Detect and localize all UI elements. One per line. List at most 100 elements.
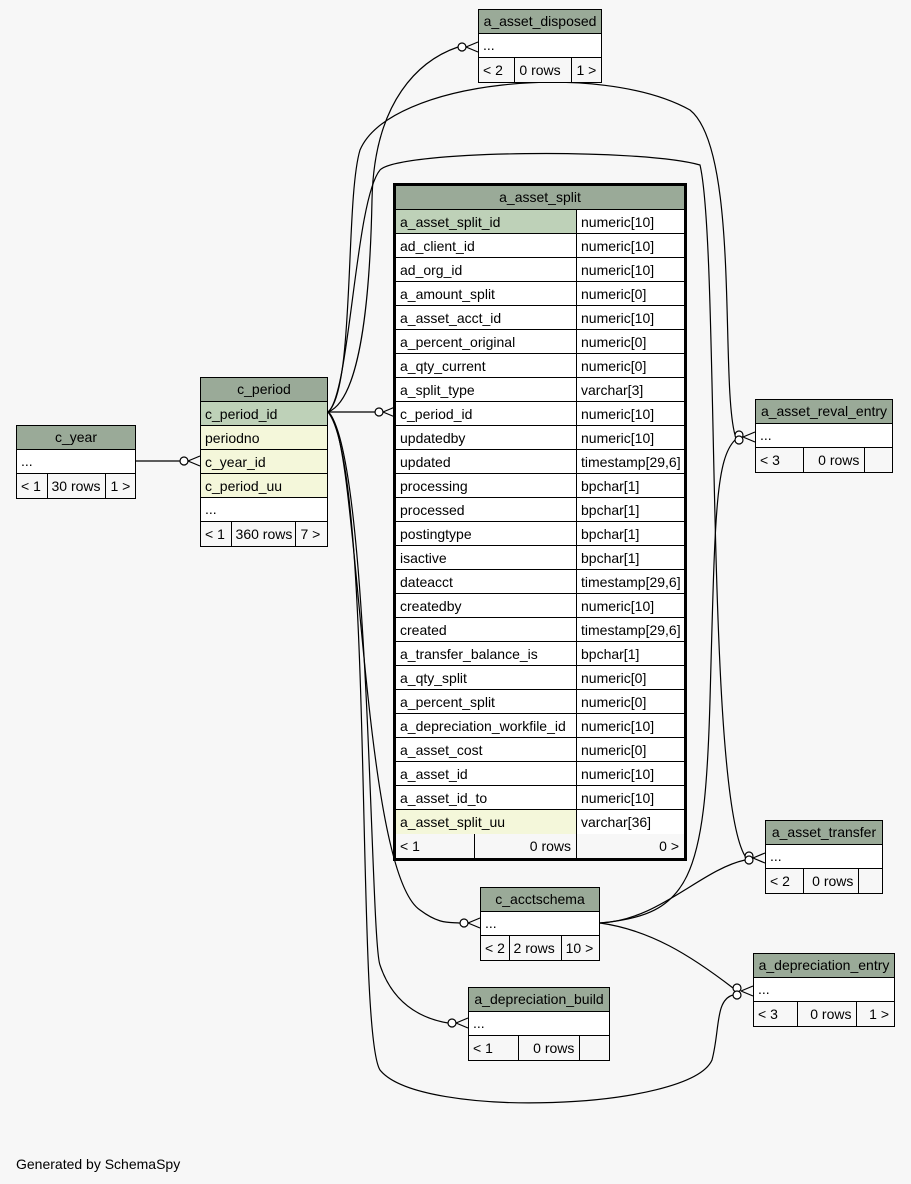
columns-ellipsis: ... (766, 845, 882, 869)
column-name: a_transfer_balance_is (400, 646, 538, 662)
column-type: numeric[0] (576, 330, 684, 353)
table-row: a_qty_split numeric[0] (396, 666, 684, 690)
column-name: updatedby (400, 430, 466, 446)
table-row: updatedby numeric[10] (396, 426, 684, 450)
column-type: numeric[0] (576, 738, 684, 761)
column-name: a_asset_split_id (400, 214, 501, 230)
columns-ellipsis: ... (479, 34, 601, 58)
row-count: 0 rows (803, 869, 858, 893)
column-name: a_qty_current (400, 358, 486, 374)
column-type: numeric[0] (576, 666, 684, 689)
table-row: a_depreciation_workfile_id numeric[10] (396, 714, 684, 738)
row-count: 0 rows (797, 1002, 856, 1026)
column-name: processed (400, 502, 465, 518)
table-header: a_asset_reval_entry (756, 400, 892, 424)
table-header: a_depreciation_entry (754, 954, 894, 978)
table-a-depreciation-entry[interactable]: a_depreciation_entry ... < 3 0 rows 1 > (753, 953, 895, 1027)
column-name: a_qty_split (400, 670, 467, 686)
child-count: 10 > (560, 936, 599, 960)
table-a-depreciation-build[interactable]: a_depreciation_build ... < 1 0 rows (468, 987, 610, 1061)
column-name: ad_org_id (400, 262, 463, 278)
table-header: a_asset_transfer (766, 821, 882, 845)
row-count: 2 rows (508, 936, 561, 960)
table-row: a_amount_split numeric[0] (396, 282, 684, 306)
columns-ellipsis: ... (17, 450, 135, 474)
columns-ellipsis: ... (201, 498, 327, 522)
child-count: 1 > (105, 474, 135, 498)
parent-count: < 1 (473, 1040, 493, 1056)
table-row: a_asset_cost numeric[0] (396, 738, 684, 762)
table-row: a_asset_split_id numeric[10] (396, 210, 684, 234)
column-name: isactive (400, 550, 447, 566)
column-type: bpchar[1] (576, 522, 684, 545)
column-name: a_split_type (400, 382, 475, 398)
table-c-year[interactable]: c_year ... < 1 30 rows 1 > (16, 425, 136, 499)
column-name: a_asset_split_uu (400, 814, 506, 830)
column-type: numeric[10] (576, 714, 684, 737)
table-a-asset-reval-entry[interactable]: a_asset_reval_entry ... < 3 0 rows (755, 399, 893, 473)
column-type: numeric[10] (576, 402, 684, 425)
column-name: ad_client_id (400, 238, 475, 254)
child-count: 0 > (576, 834, 684, 858)
column-type: numeric[10] (576, 306, 684, 329)
child-count: 1 > (571, 58, 601, 82)
column-name: postingtype (400, 526, 472, 542)
row-count: 0 rows (803, 448, 864, 472)
column-name: a_asset_id (400, 766, 468, 782)
generated-by-label: Generated by SchemaSpy (16, 1156, 181, 1172)
table-header: a_asset_split (396, 186, 684, 210)
column-type: numeric[10] (576, 594, 684, 617)
table-a-asset-transfer[interactable]: a_asset_transfer ... < 2 0 rows (765, 820, 883, 894)
column-type: numeric[10] (576, 258, 684, 281)
column-c-period-id: c_period_id (205, 406, 278, 422)
table-row: c_period_id numeric[10] (396, 402, 684, 426)
column-type: bpchar[1] (576, 546, 684, 569)
column-name: a_depreciation_workfile_id (400, 718, 566, 734)
table-row: isactive bpchar[1] (396, 546, 684, 570)
table-row: postingtype bpchar[1] (396, 522, 684, 546)
child-count: 1 > (856, 1002, 894, 1026)
row-count: 30 rows (46, 474, 106, 498)
column-name: updated (400, 454, 451, 470)
parent-count: < 1 (400, 838, 420, 854)
column-type: numeric[10] (576, 210, 684, 233)
child-count: 7 > (295, 522, 327, 546)
child-count (864, 448, 892, 472)
columns-ellipsis: ... (481, 912, 599, 936)
column-type: varchar[36] (576, 810, 684, 834)
column-type: bpchar[1] (576, 474, 684, 497)
row-count: 0 rows (514, 58, 571, 82)
table-c-acctschema[interactable]: c_acctschema ... < 2 2 rows 10 > (480, 887, 600, 961)
table-a-asset-split[interactable]: a_asset_split a_asset_split_id numeric[10… (393, 183, 687, 861)
table-c-period[interactable]: c_period c_period_id periodno c_year_id … (200, 377, 328, 547)
column-type: numeric[0] (576, 690, 684, 713)
column-name: a_asset_cost (400, 742, 483, 758)
table-a-asset-disposed[interactable]: a_asset_disposed ... < 2 0 rows 1 > (478, 9, 602, 83)
table-row: ad_org_id numeric[10] (396, 258, 684, 282)
column-type: numeric[10] (576, 426, 684, 449)
parent-count: < 3 (758, 1006, 778, 1022)
column-type: timestamp[29,6] (576, 570, 684, 593)
row-count: 360 rows (230, 522, 296, 546)
columns-ellipsis: ... (754, 978, 894, 1002)
column-name: c_period_id (400, 406, 473, 422)
column-type: numeric[10] (576, 234, 684, 257)
column-type: numeric[0] (576, 282, 684, 305)
column-type: timestamp[29,6] (576, 450, 684, 473)
column-name: a_amount_split (400, 286, 495, 302)
column-type: numeric[10] (576, 762, 684, 785)
table-header: a_asset_disposed (479, 10, 601, 34)
column-name: processing (400, 478, 468, 494)
table-header: c_period (201, 378, 327, 402)
table-header: c_year (17, 426, 135, 450)
